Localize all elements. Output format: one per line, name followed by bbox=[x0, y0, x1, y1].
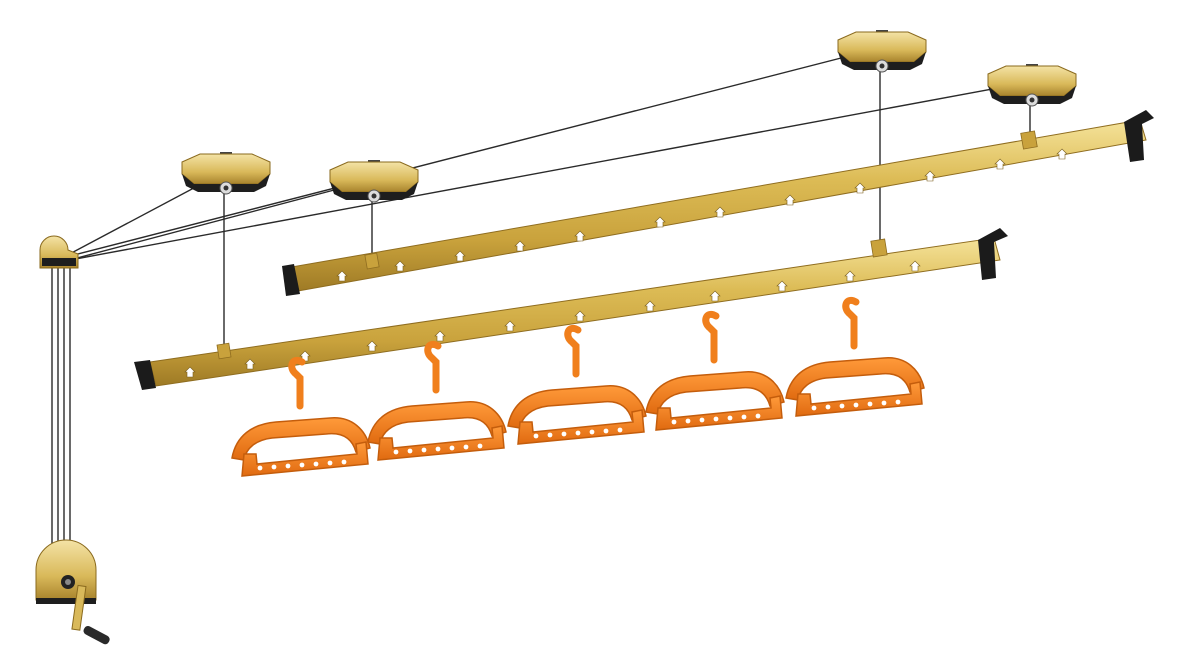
ceiling-pulley-icon bbox=[181, 151, 271, 195]
clothes-hanger-icon bbox=[368, 344, 506, 460]
front-rail bbox=[134, 228, 1008, 390]
clothes-hanger-icon bbox=[646, 314, 784, 430]
ceiling-pulley-icon bbox=[837, 29, 927, 73]
ceiling-pulley-icon bbox=[329, 159, 419, 203]
clothes-hanger-icon bbox=[508, 328, 646, 444]
back-rail bbox=[282, 110, 1154, 296]
clothes-hanger-icon bbox=[786, 300, 924, 416]
cable-lines bbox=[51, 47, 1031, 570]
wall-cable-guide bbox=[39, 235, 79, 269]
hand-crank-winder-icon bbox=[35, 539, 110, 645]
clothes-hanger-icon bbox=[232, 360, 370, 476]
ceiling-pulley-icon bbox=[987, 63, 1077, 107]
